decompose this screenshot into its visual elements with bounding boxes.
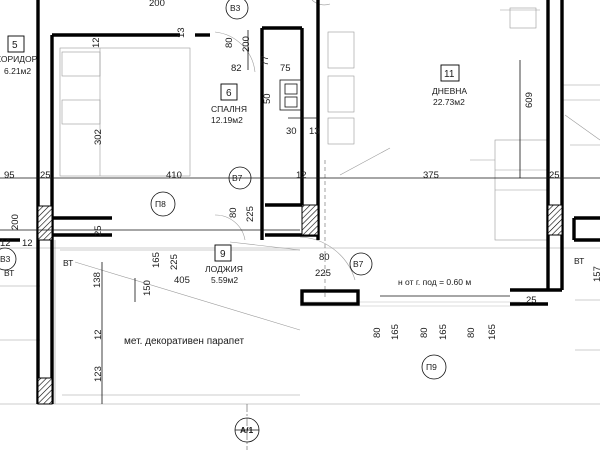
dim-label: 77 — [260, 55, 271, 66]
door-tag: В7 — [353, 259, 364, 269]
kitchen-unit — [279, 79, 303, 111]
dim-label: 405 — [174, 275, 190, 286]
door-tag: В7 — [232, 173, 243, 183]
window-tag: П9 — [426, 362, 437, 372]
room-number: 11 — [444, 69, 455, 80]
room-number-box — [220, 83, 238, 101]
dim-label: 200 — [10, 214, 21, 230]
dim-label: 80 — [372, 327, 383, 338]
dim-label: 80 — [319, 252, 330, 263]
dim-label: 30 — [286, 126, 297, 137]
dim-label: 200 — [241, 36, 252, 52]
dim-label: 80 — [419, 327, 430, 338]
background-lines — [0, 0, 600, 405]
bt-tag: ВТ — [4, 268, 14, 278]
dim-label: 25 — [93, 225, 104, 236]
dim-label: 200 — [149, 0, 165, 9]
window-tag-circle — [421, 354, 447, 380]
section-marker: A/1 — [234, 417, 260, 443]
dim-label: 50 — [262, 93, 273, 104]
dim-label: 609 — [524, 92, 535, 108]
dim-label: 75 — [280, 63, 291, 74]
hatched-columns — [37, 204, 563, 405]
room-number-box — [440, 64, 460, 82]
dim-label: 138 — [92, 272, 103, 288]
element-tags: В3 В7 В7 В3 П8 П9 ВТ ВТ ВТ — [0, 0, 584, 380]
room-number-box — [214, 244, 232, 262]
door-tag: В3 — [0, 254, 11, 264]
door-tag-circle — [225, 0, 249, 20]
dim-label: 12 — [296, 170, 307, 181]
dim-label: 225 — [245, 206, 256, 222]
dim-label: 80 — [224, 37, 235, 48]
room-labels: 5 КОРИДОР 6.21м2 6 СПАЛНЯ 12.19м2 11 ДНЕ… — [0, 35, 467, 285]
dim-label: 13 — [176, 27, 187, 38]
dim-label: 157 — [592, 266, 600, 282]
dim-label: 165 — [151, 252, 162, 268]
room-area: 12.19м2 — [211, 115, 243, 125]
room-number-box — [7, 35, 25, 53]
door-tag-circle — [228, 166, 252, 190]
dim-label: 80 — [228, 207, 239, 218]
dim-label: 25 — [40, 170, 51, 181]
room-area: 22.73м2 — [433, 97, 465, 107]
room-name: КОРИДОР — [0, 54, 38, 64]
dim-label: 12 — [0, 238, 11, 249]
door-tag-circle — [0, 247, 17, 271]
door-tag: В3 — [230, 3, 241, 13]
room-name: ДНЕВНА — [432, 86, 467, 96]
dim-label: 302 — [93, 129, 104, 145]
section-marker-label: A/1 — [240, 425, 254, 435]
room-number: 6 — [226, 88, 232, 99]
dim-label: 410 — [166, 170, 182, 181]
dim-label: 123 — [93, 366, 104, 382]
window-tag: П8 — [155, 199, 166, 209]
dim-label: 13 — [309, 126, 320, 137]
dim-label: 165 — [390, 324, 401, 340]
dim-label: 25 — [526, 295, 537, 306]
room-name: ЛОДЖИЯ — [205, 264, 243, 274]
dim-label: 12 — [93, 329, 104, 340]
walls — [0, 0, 600, 404]
dimension-lines — [0, 30, 600, 404]
dimension-labels: 200 12 13 80 200 82 77 75 50 302 30 13 6… — [0, 0, 600, 382]
dim-label: 150 — [142, 280, 153, 296]
room-name: СПАЛНЯ — [211, 104, 247, 114]
dim-label: 25 — [549, 170, 560, 181]
dim-label: 225 — [315, 268, 331, 279]
dim-label: 80 — [466, 327, 477, 338]
dim-label: 12 — [91, 37, 102, 48]
dim-label: 225 — [169, 254, 180, 270]
notes: н от г. под = 0.60 м мет. декоративен па… — [124, 277, 471, 347]
room-number: 5 — [12, 40, 18, 51]
dim-label: 95 — [4, 170, 15, 181]
window-tag-circle — [150, 191, 176, 217]
dim-label: 82 — [231, 63, 242, 74]
bt-tag: ВТ — [63, 258, 73, 268]
dim-label: 165 — [438, 324, 449, 340]
dim-label: 165 — [487, 324, 498, 340]
room-area: 5.59м2 — [211, 275, 238, 285]
room-area: 6.21м2 — [4, 66, 31, 76]
sill-height-note: н от г. под = 0.60 м — [398, 277, 471, 287]
dim-label: 12 — [22, 238, 33, 249]
room-number: 9 — [220, 249, 226, 260]
bt-tag: ВТ — [574, 256, 584, 266]
door-tag-circle — [349, 252, 373, 276]
dim-label: 375 — [423, 170, 439, 181]
parapet-note: мет. декоративен парапет — [124, 336, 244, 347]
